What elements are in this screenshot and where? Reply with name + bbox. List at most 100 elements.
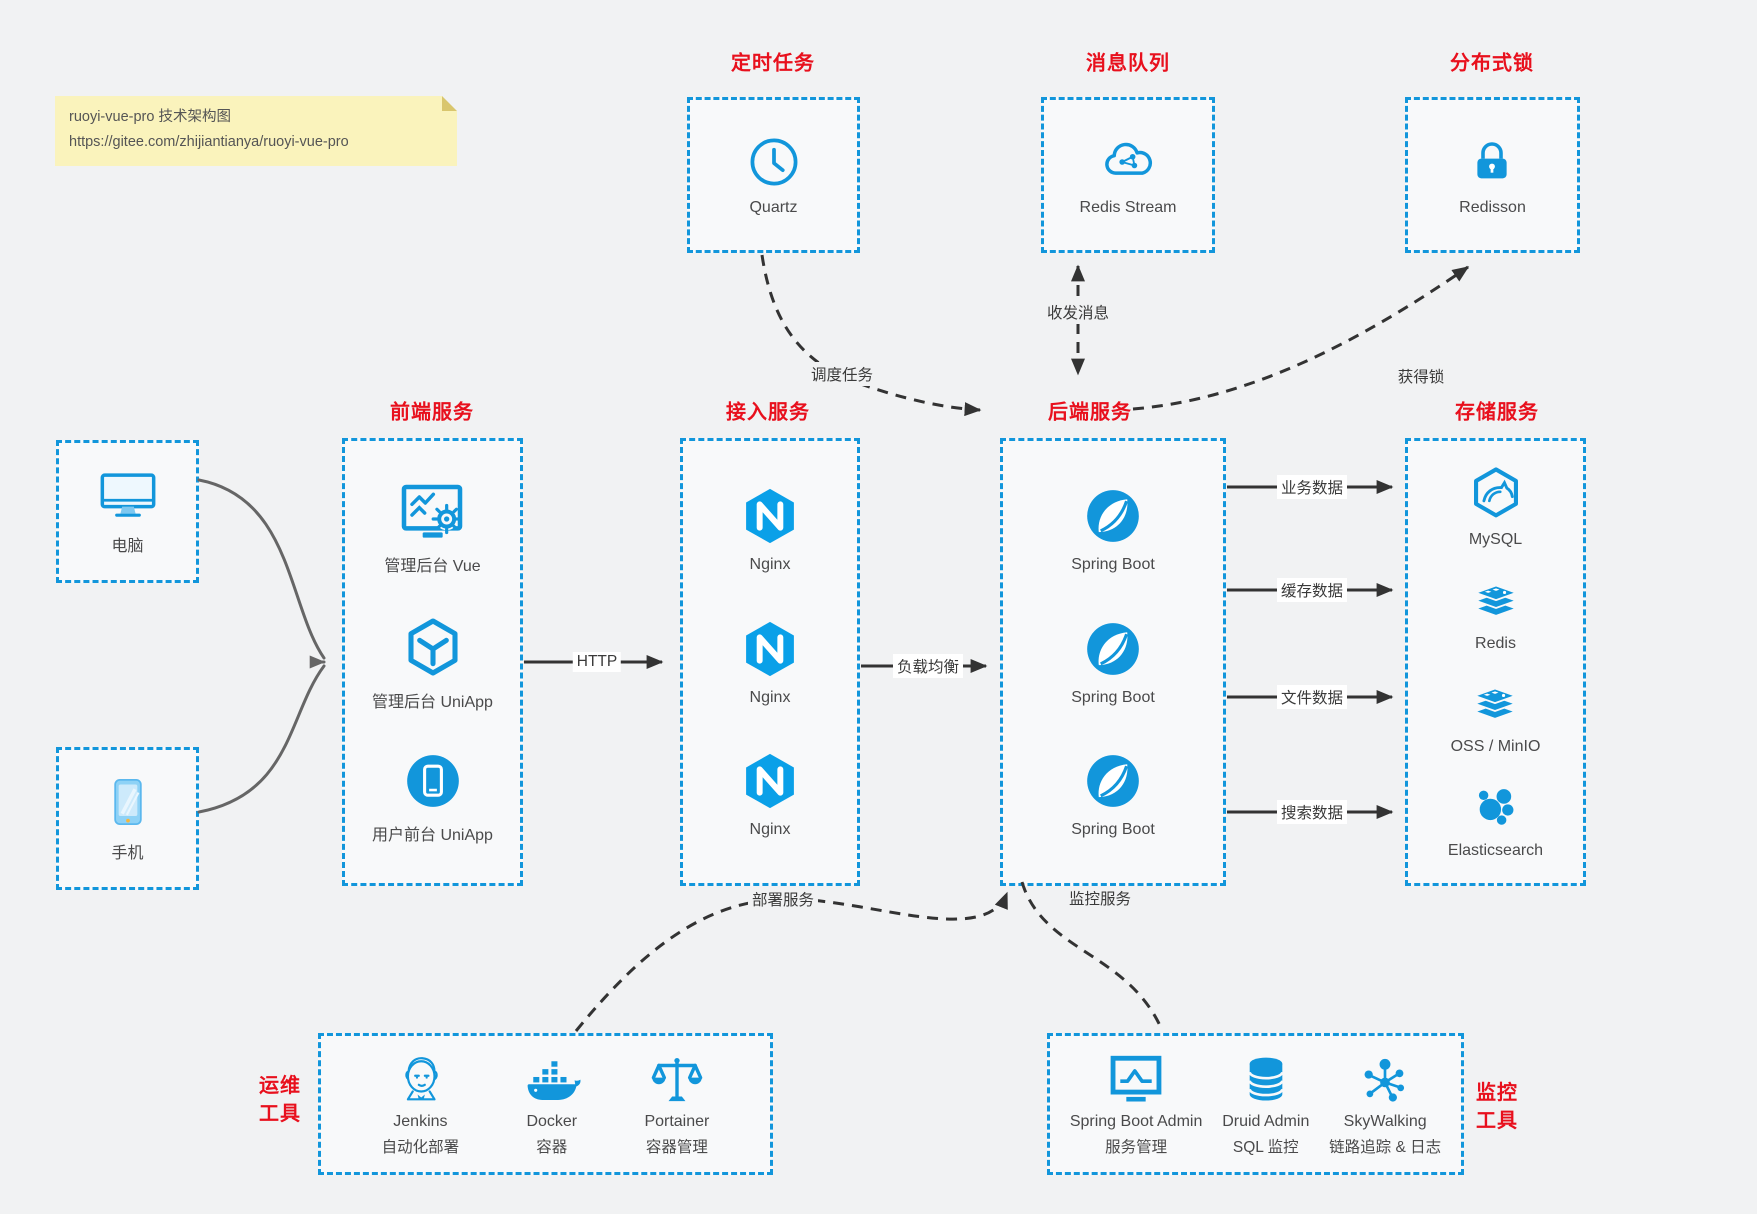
node-label: 电脑 — [111, 538, 144, 555]
edge-label-schedule-task: 调度任务 — [806, 362, 878, 386]
node-label: Redis — [1475, 634, 1516, 652]
edge-label-http: HTTP — [572, 652, 622, 672]
jenkins-butler-icon — [405, 1057, 439, 1101]
node-label: 用户前台 UniApp — [372, 826, 493, 844]
edge-label-file-data: 文件数据 — [1276, 685, 1348, 709]
edge-label-load-balance: 负载均衡 — [892, 654, 964, 678]
title-gateway: 接入服务 — [726, 401, 810, 424]
node-redis: Redis — [1466, 572, 1526, 653]
title-ops-tools: 运维 工具 — [259, 1072, 301, 1128]
note-url: https://gitee.com/zhijiantianya/ruoyi-vu… — [69, 133, 349, 150]
node-label: 手机 — [111, 845, 144, 862]
sticky-note: ruoyi-vue-pro 技术架构图 https://gitee.com/zh… — [55, 96, 457, 166]
title-lock: 分布式锁 — [1450, 52, 1534, 75]
tool-name: Druid Admin — [1222, 1113, 1310, 1130]
title-monitor-tools: 监控 工具 — [1476, 1079, 1518, 1135]
tool-desc: 自动化部署 — [381, 1139, 460, 1156]
node-label: Elasticsearch — [1447, 842, 1544, 860]
node-label: Spring Boot — [1071, 688, 1155, 706]
client-to-frontend-curves — [197, 478, 326, 814]
scheduler-box: Quartz — [687, 97, 860, 253]
nginx-icon — [746, 488, 794, 543]
edge-label-cache-data: 缓存数据 — [1276, 578, 1348, 602]
node-spring-boot-admin: Spring Boot Admin 服务管理 — [1069, 1051, 1203, 1157]
node-computer: 电脑 — [95, 467, 161, 556]
node-mysql: MySQL — [1466, 464, 1526, 549]
node-label: Nginx — [749, 555, 791, 573]
node-redisson: Redisson — [1459, 134, 1526, 217]
elasticsearch-cluster-icon — [1478, 789, 1513, 825]
storage-box: MySQL Redis — [1405, 438, 1586, 886]
node-nginx-2: Nginx — [739, 618, 801, 707]
node-admin-uniapp: 管理后台 UniApp — [372, 615, 493, 712]
node-admin-vue: 管理后台 Vue — [384, 479, 481, 576]
node-springboot-1: Spring Boot — [1071, 485, 1155, 574]
title-ops-line2: 工具 — [259, 1103, 301, 1125]
spring-leaf-icon — [1087, 489, 1139, 542]
portainer-scales-icon — [651, 1058, 703, 1102]
uniapp-hexagon-icon — [407, 617, 458, 676]
node-phone: 手机 — [100, 774, 156, 863]
title-monitor-line2: 工具 — [1476, 1110, 1518, 1132]
node-label: Spring Boot — [1071, 821, 1155, 839]
spring-leaf-icon — [1087, 755, 1139, 808]
edge-label-send-receive-message: 收发消息 — [1042, 300, 1114, 324]
monitor-tools-box: Spring Boot Admin 服务管理 Druid Admin SQL 监… — [1047, 1033, 1464, 1175]
node-elasticsearch: Elasticsearch — [1448, 779, 1543, 860]
tool-name: Spring Boot Admin — [1069, 1113, 1203, 1130]
tool-name: Docker — [526, 1113, 578, 1130]
node-nginx-1: Nginx — [739, 485, 801, 574]
node-redis-stream: Redis Stream — [1080, 134, 1176, 217]
title-backend: 后端服务 — [1048, 401, 1132, 424]
backend-box: Spring Boot Spring Boot Spring Boot — [1000, 438, 1226, 886]
skywalking-topology-icon — [1364, 1058, 1405, 1102]
schedule-task-curve — [760, 254, 982, 417]
nginx-icon — [746, 621, 794, 676]
node-label: Nginx — [749, 821, 791, 839]
tool-desc: 链路追踪 & 日志 — [1329, 1139, 1442, 1156]
oss-stack-icon — [1474, 687, 1517, 721]
node-jenkins: Jenkins 自动化部署 — [381, 1051, 460, 1157]
node-label: Nginx — [749, 688, 791, 706]
tool-desc: 服务管理 — [1105, 1139, 1168, 1156]
node-springboot-3: Spring Boot — [1071, 750, 1155, 839]
clock-icon — [750, 138, 797, 185]
title-monitor-line1: 监控 — [1476, 1082, 1518, 1104]
tool-desc: 容器管理 — [645, 1139, 708, 1156]
deploy-service-curve — [574, 891, 1009, 1032]
node-quartz: Quartz — [746, 134, 802, 217]
mysql-dolphin-icon — [1473, 467, 1518, 518]
node-label: Redisson — [1459, 198, 1526, 216]
ops-tools-box: Jenkins 自动化部署 Docker 容器 — [318, 1033, 773, 1175]
gateway-box: Nginx Nginx Nginx — [680, 438, 860, 886]
edge-label-search-data: 搜索数据 — [1276, 800, 1348, 824]
desktop-icon — [100, 473, 155, 517]
spring-boot-admin-icon — [1110, 1055, 1162, 1102]
title-storage: 存储服务 — [1455, 401, 1539, 424]
edge-label-business-data: 业务数据 — [1276, 475, 1348, 499]
node-label: Quartz — [749, 198, 798, 216]
spring-leaf-icon — [1087, 622, 1139, 675]
tool-name: Portainer — [644, 1113, 710, 1130]
node-druid-admin: Druid Admin SQL 监控 — [1222, 1051, 1309, 1157]
edge-label-deploy-service: 部署服务 — [747, 887, 819, 911]
padlock-icon — [1477, 141, 1508, 178]
title-mq: 消息队列 — [1086, 52, 1170, 75]
edge-label-monitor-service: 监控服务 — [1064, 886, 1136, 910]
node-portainer: Portainer 容器管理 — [644, 1051, 709, 1157]
node-skywalking: SkyWalking 链路追踪 & 日志 — [1329, 1051, 1441, 1157]
node-label: MySQL — [1468, 530, 1523, 548]
tool-desc: SQL 监控 — [1232, 1139, 1299, 1156]
title-ops-line1: 运维 — [259, 1075, 301, 1097]
client-phone-box: 手机 — [56, 747, 199, 890]
tool-desc: 容器 — [536, 1139, 568, 1156]
node-label: OSS / MinIO — [1450, 738, 1541, 756]
client-computer-box: 电脑 — [56, 440, 199, 583]
node-user-uniapp: 用户前台 UniApp — [372, 750, 493, 845]
title-frontend: 前端服务 — [390, 401, 474, 424]
node-label: 管理后台 Vue — [384, 558, 481, 576]
lock-box: Redisson — [1405, 97, 1580, 253]
cloud-network-icon — [1105, 142, 1152, 175]
docker-whale-icon — [527, 1060, 581, 1100]
